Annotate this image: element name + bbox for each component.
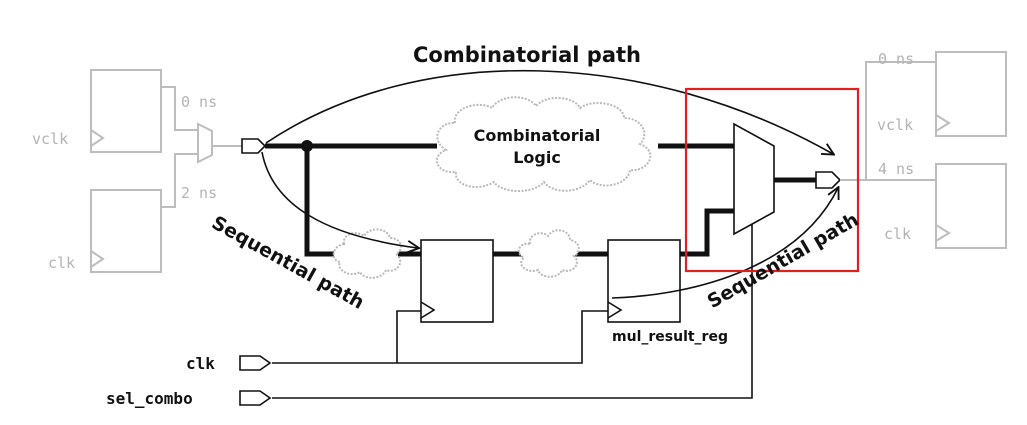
output-delay-vclk: 0 ns [878, 50, 914, 68]
wire-clk-to-intermediate-reg [396, 310, 421, 363]
combinatorial-logic-label-line2: Logic [513, 148, 561, 167]
output-clk-label: clk [884, 225, 911, 243]
external-output-register-vclk [935, 51, 1007, 137]
wire-clk-reg-to-mux [161, 153, 198, 208]
output-mux [733, 122, 775, 236]
port-sel-combo-label: sel_combo [106, 389, 193, 408]
port-sel-combo [239, 390, 272, 406]
combinatorial-path-label: Combinatorial path [413, 43, 641, 67]
output-port [815, 171, 842, 189]
sequential-path-label-right: Sequential path [704, 209, 863, 313]
mul-result-reg-label: mul_result_reg [612, 329, 728, 345]
register-intermediate [420, 239, 494, 323]
input-delay-vclk: 0 ns [181, 93, 217, 111]
register-mul-result-reg [607, 239, 681, 323]
logic-cloud-middle [517, 229, 580, 278]
input-delay-clk: 2 ns [181, 184, 217, 202]
input-vclk-label: vclk [32, 130, 68, 148]
wire-branch-to-register [304, 146, 337, 257]
wire-clk-to-mul-result-reg [272, 310, 608, 364]
highlight-box [684, 87, 860, 273]
sequential-path-arrow-left [261, 151, 418, 248]
external-input-register-clk [90, 189, 162, 273]
combinatorial-logic-label-line1: Combinatorial [474, 126, 601, 145]
wire-output-to-ext-vclk [865, 61, 936, 180]
output-delay-clk: 4 ns [878, 160, 914, 178]
port-clk [239, 355, 272, 371]
port-clk-label: clk [186, 354, 215, 373]
input-port [241, 138, 267, 154]
combinatorial-logic-cloud [435, 96, 652, 192]
wire-vclk-reg-to-mux [161, 86, 198, 131]
junction-dot [301, 140, 313, 152]
wire-reg-to-mux [680, 208, 734, 257]
output-vclk-label: vclk [877, 116, 913, 134]
wire-sel-combo-to-mux [272, 224, 753, 399]
input-clk-label: clk [48, 254, 75, 272]
logic-cloud-left [332, 228, 402, 279]
external-output-register-clk [935, 163, 1007, 249]
input-mux [197, 122, 213, 164]
external-input-register-vclk [90, 69, 162, 153]
combinatorial-path-arrow [265, 69, 833, 154]
